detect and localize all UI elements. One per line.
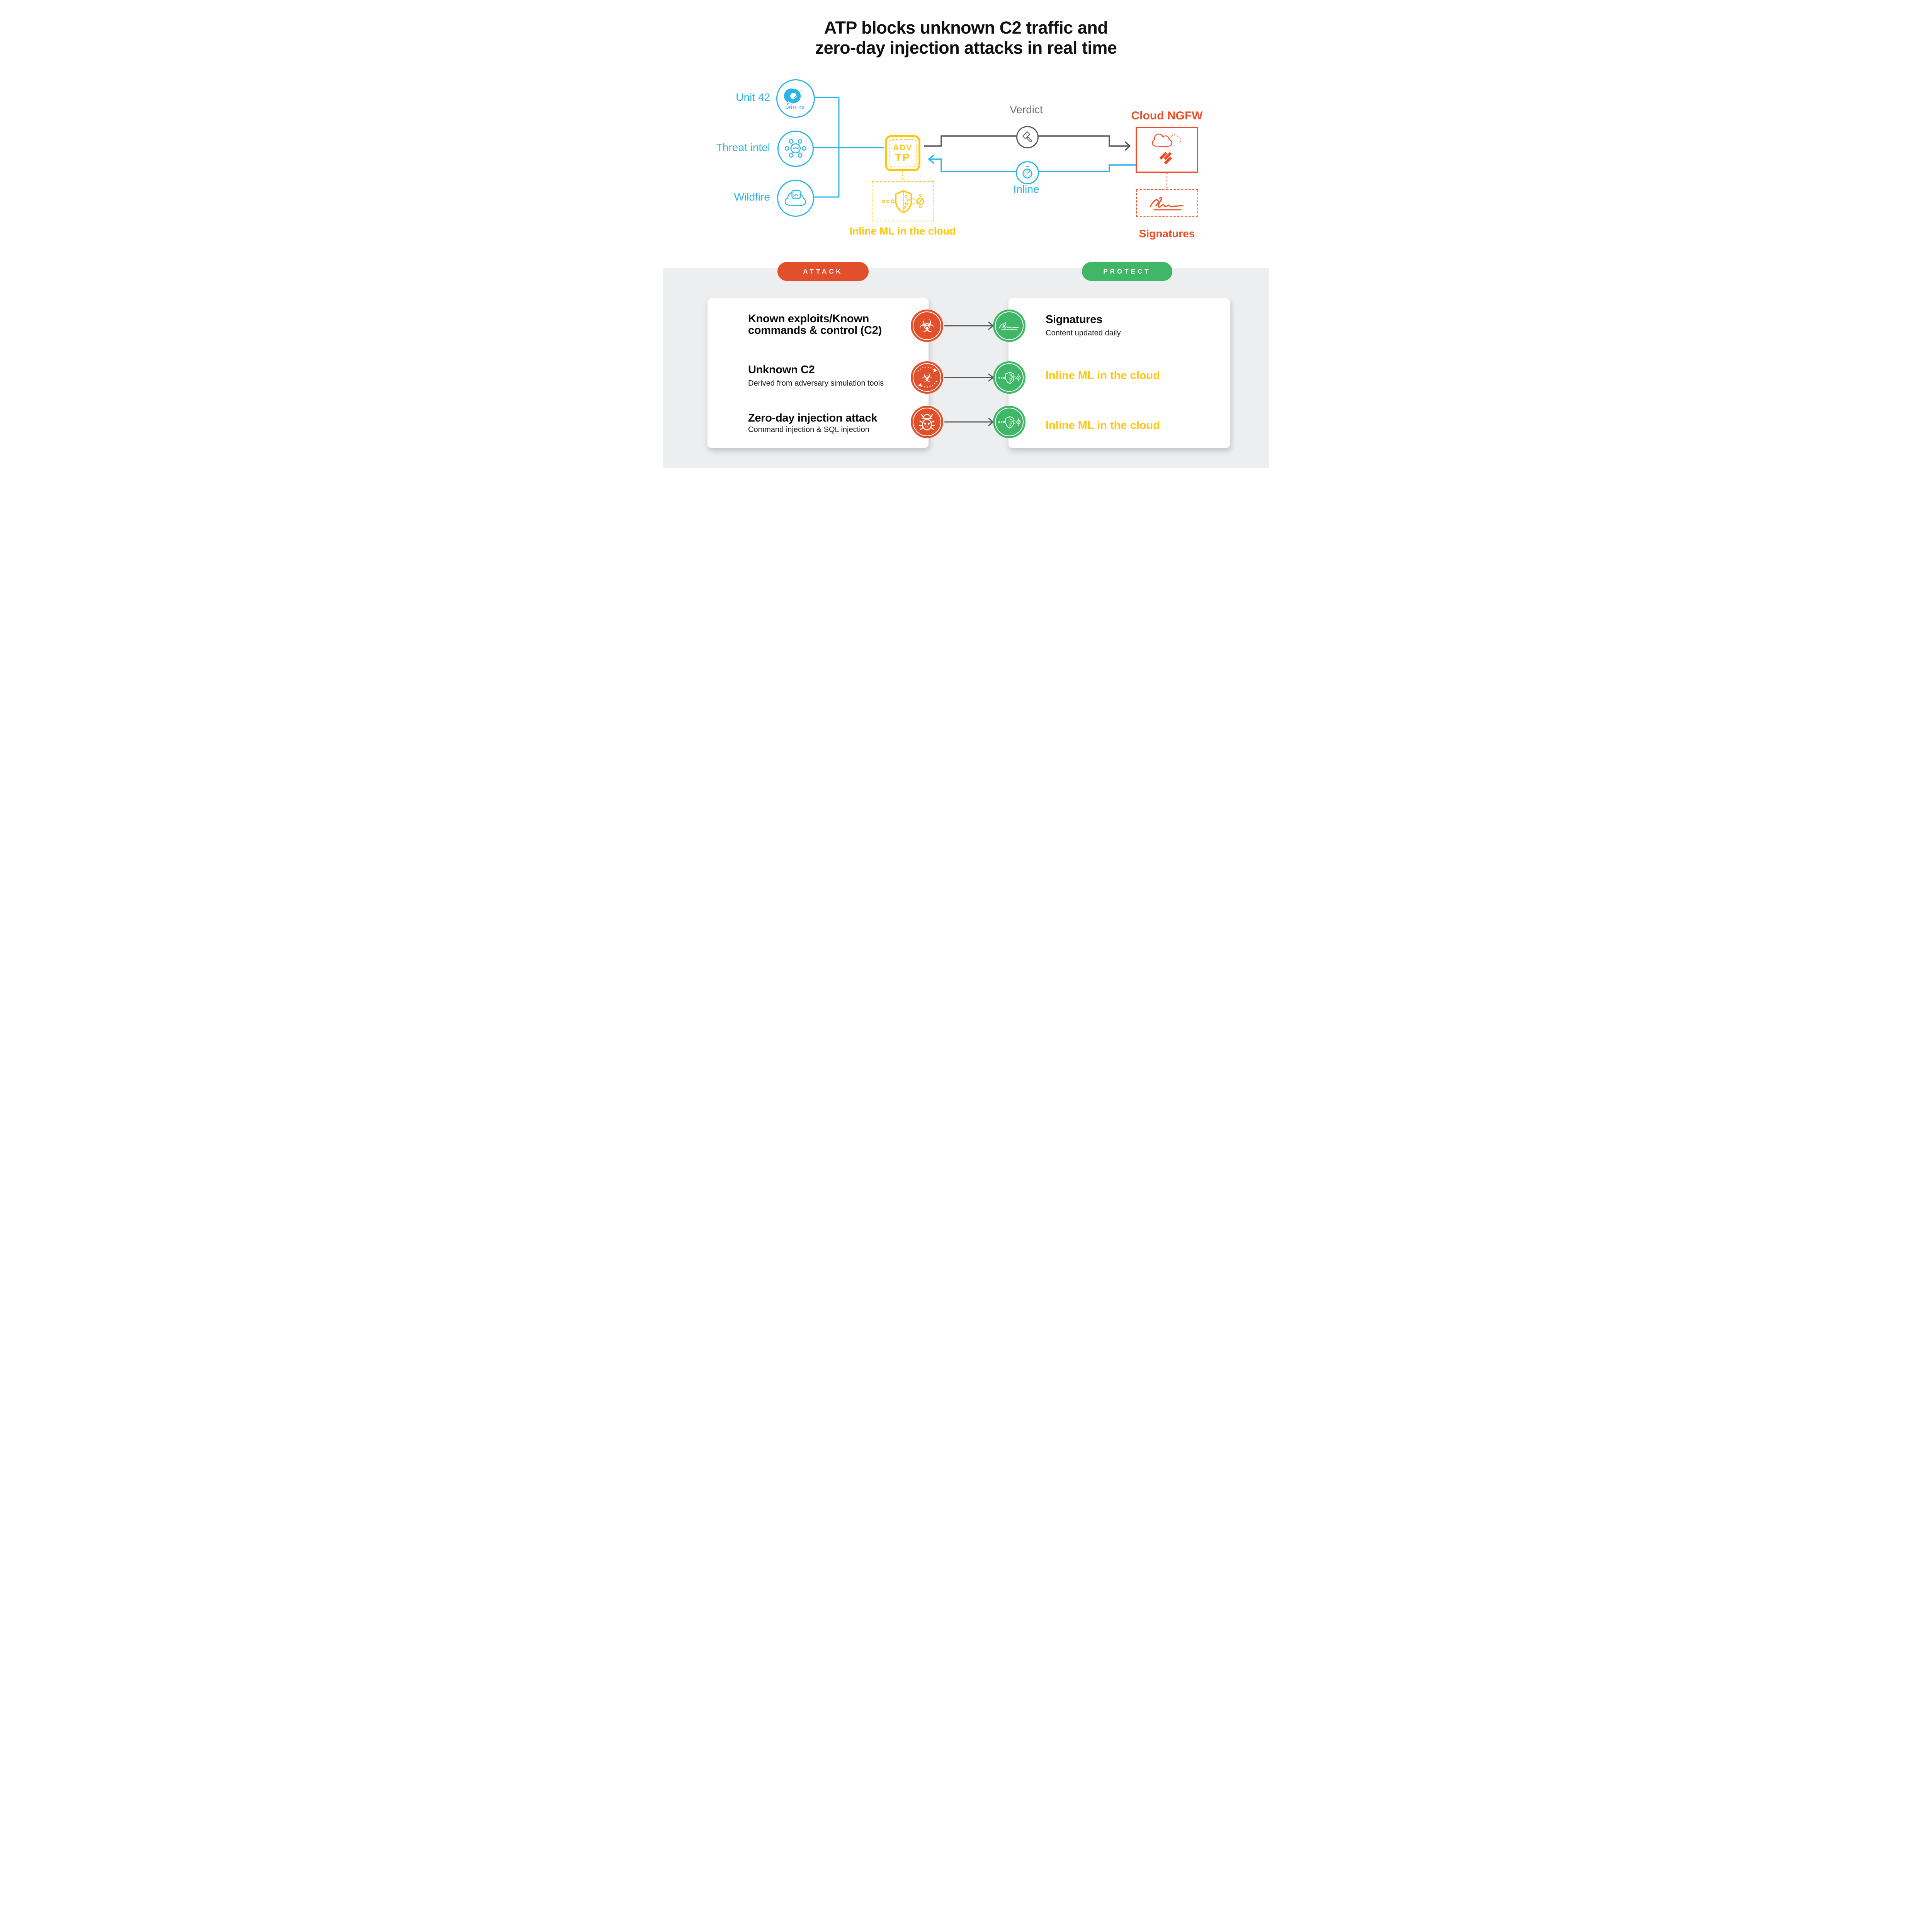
threat-intel-node [777,131,814,167]
cloud-ngfw-label: Cloud NGFW [1131,109,1203,122]
source-label-threat-intel: Threat intel [716,141,770,153]
protect-icon-node [993,406,1026,438]
gavel-icon [1022,131,1032,142]
signatures-caption: Signatures [1139,228,1195,240]
source-label-unit42: Unit 42 [736,91,770,103]
protect-card [1009,298,1230,448]
attack-card [707,298,929,448]
attack-icon-node: ☣ [911,361,943,394]
advtp-label-line1: ADV [893,143,913,152]
cloud-icon [1152,133,1182,148]
infographic-root: ATP blocks unknown C2 traffic and zero-d… [663,0,1269,468]
protect-icon-node [993,310,1026,342]
signature-icon [998,321,1020,331]
unit42-node: UNIT 42 [776,79,815,118]
ml-shield-icon [875,189,930,214]
signature-icon [1148,194,1187,212]
attack-row1-title-line1: Known exploits/Known [748,313,869,325]
page-title: ATP blocks unknown C2 traffic and zero-d… [663,18,1269,58]
verdict-node [1016,126,1039,148]
attack-badge: ATTACK [777,262,869,281]
attack-row1-title-line2: commands & control (C2) [748,324,882,337]
attack-icon-node [911,406,943,438]
attack-icon-node: ☣ [911,310,943,342]
wildfire-node: WF [777,180,814,217]
protect-row3-title: Inline ML in the cloud [1046,419,1160,432]
advtp-label-line2: TP [895,151,910,163]
attack-row3-title: Zero-day injection attack [748,412,878,424]
stopwatch-icon [1022,166,1032,179]
unit42-badge-text: UNIT 42 [786,105,805,110]
palo-alto-logo-icon [1159,151,1172,165]
advtp-inner-frame: ADV TP [889,139,917,167]
inline-ml-caption: Inline ML in the cloud [849,225,956,237]
page-title-line1: ATP blocks unknown C2 traffic and [824,18,1108,37]
inline-label: Inline [1013,183,1039,195]
inline-node [1016,161,1039,184]
protect-row1-sub: Content updated daily [1046,329,1121,337]
verdict-label: Verdict [1010,104,1043,116]
attack-row2-title: Unknown C2 [748,364,815,376]
rotation-dashes-icon [918,366,937,388]
signatures-box [1136,189,1198,217]
wildfire-badge-text: WF [794,193,799,197]
attack-row3-sub: Command injection & SQL injection [748,425,869,434]
ml-shield-icon [997,371,1021,384]
page-title-line2: zero-day injection attacks in real time [815,38,1117,58]
ml-shield-icon [997,415,1021,429]
biohazard-rotation-icon: ☣ [921,370,933,385]
cloud-ngfw-node [1136,127,1198,173]
advtp-node: ADV TP [885,135,920,171]
protect-badge: PROTECT [1082,262,1172,281]
protect-icon-node [993,361,1026,394]
threat-intel-network-icon [784,139,807,158]
protect-row1-title: Signatures [1046,313,1102,326]
source-label-wildfire: Wildfire [734,191,770,203]
bug-skull-icon [919,414,935,430]
wildfire-cloud-icon: WF [784,190,806,206]
attack-row2-sub: Derived from adversary simulation tools [748,379,884,388]
inline-ml-box [872,181,934,221]
biohazard-icon: ☣ [919,315,935,336]
unit42-compass-icon: UNIT 42 [784,87,805,110]
attack-row-title: Known exploits/Known commands & control … [748,313,882,336]
protect-row2-title: Inline ML in the cloud [1046,369,1160,382]
